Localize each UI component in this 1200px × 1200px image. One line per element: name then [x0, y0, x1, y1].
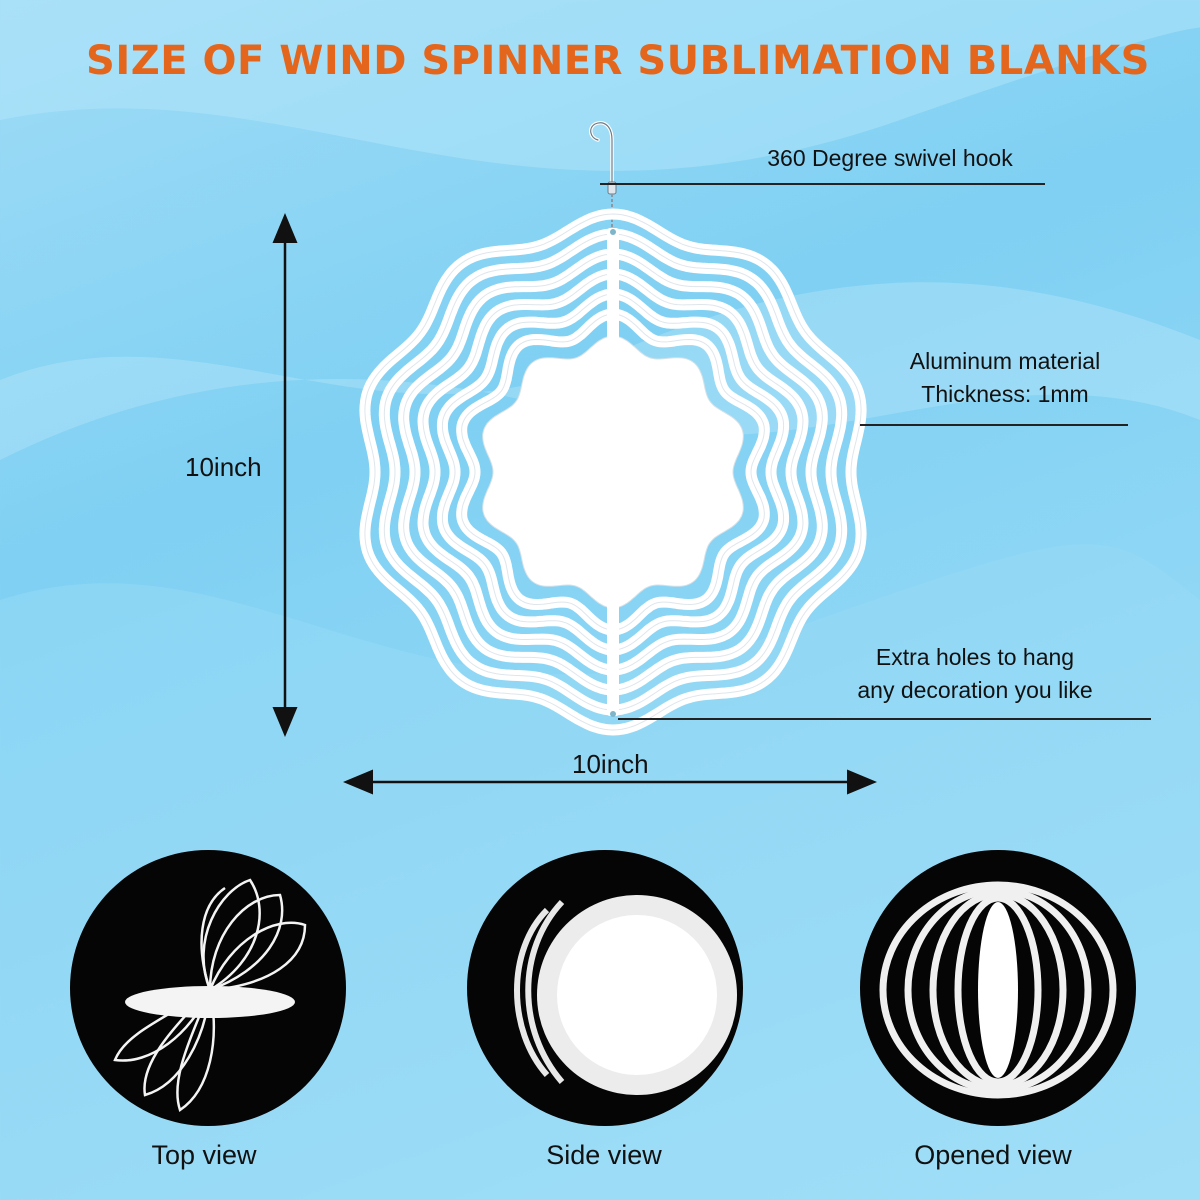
- holes-callout-line-2: any decoration you like: [857, 677, 1093, 703]
- side-view-image: [467, 850, 743, 1126]
- opened-view-spinner-icon: [879, 881, 1117, 1099]
- material-callout-line-1: Aluminum material: [909, 348, 1101, 374]
- hook-callout: 360 Degree swivel hook: [740, 142, 1040, 175]
- side-view-spinner-icon: [514, 895, 737, 1095]
- holes-callout-line-1: Extra holes to hang: [875, 644, 1075, 670]
- material-callout-line-2: Thickness: 1mm: [921, 381, 1089, 407]
- top-view-spinner-icon: [113, 878, 307, 1112]
- side-view-caption: Side view: [546, 1140, 662, 1170]
- page-title: SIZE OF WIND SPINNER SUBLIMATION BLANKS: [86, 38, 1150, 84]
- holes-leader-line: [618, 718, 1151, 720]
- height-dimension-label: 10inch: [185, 452, 262, 482]
- spinner-ring-edge-1: [364, 213, 862, 731]
- hook-callout-text: 360 Degree swivel hook: [767, 145, 1013, 171]
- swivel-hook-icon: [589, 121, 617, 228]
- opened-view-image: [860, 850, 1136, 1126]
- width-dimension-label: 10inch: [572, 749, 649, 779]
- opened-view-caption: Opened view: [914, 1140, 1072, 1170]
- bottom-hole-icon: [610, 711, 616, 717]
- hook-leader-line: [600, 183, 1045, 185]
- top-view-image: [70, 850, 346, 1126]
- material-callout: Aluminum material Thickness: 1mm: [870, 345, 1140, 411]
- spinner-spine: [607, 228, 619, 716]
- holes-callout: Extra holes to hang any decoration you l…: [825, 641, 1125, 707]
- top-hole-icon: [610, 229, 616, 235]
- material-leader-line: [860, 424, 1128, 426]
- top-view-caption: Top view: [151, 1140, 257, 1170]
